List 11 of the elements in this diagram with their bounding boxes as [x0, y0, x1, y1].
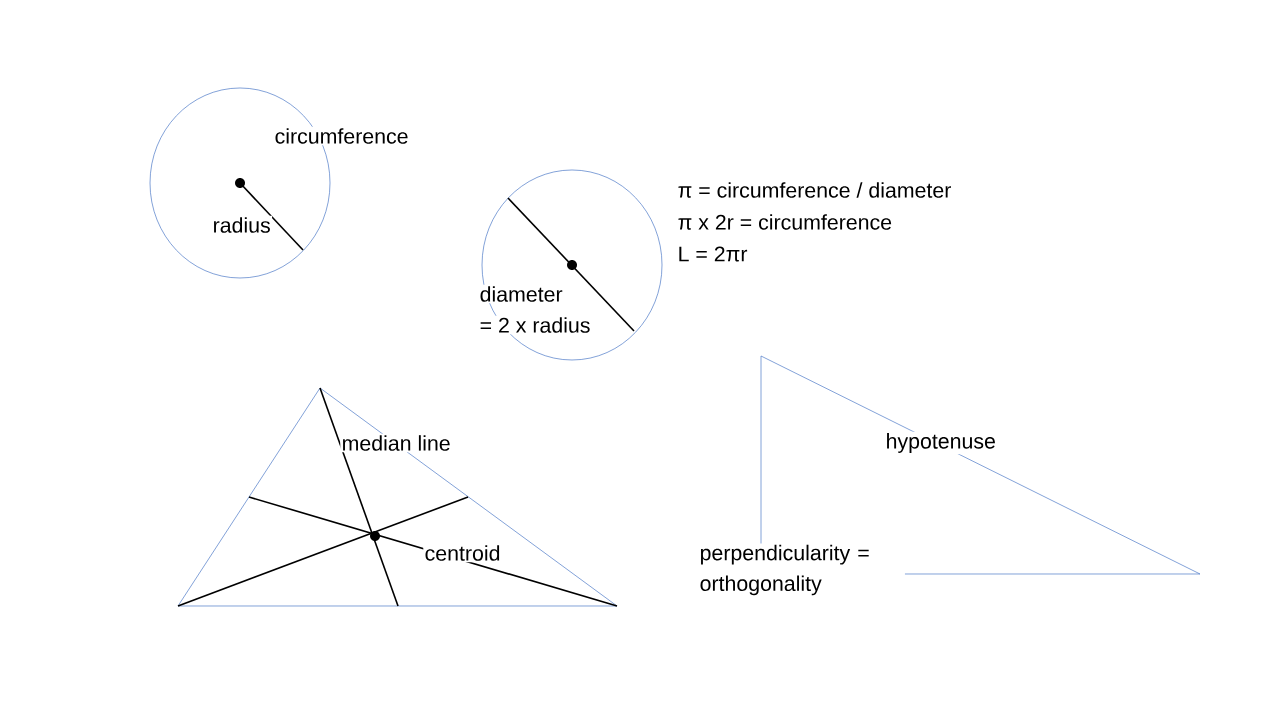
label: L = 2πr	[676, 245, 749, 263]
label: median line	[340, 433, 453, 453]
label: = 2 x radius	[478, 315, 592, 335]
label: perpendicularity = orthogonality	[698, 543, 905, 597]
label: diameter	[478, 284, 564, 304]
label: hypotenuse	[884, 431, 998, 455]
label: centroid	[423, 543, 502, 563]
label: π = circumference / diameter	[676, 180, 953, 200]
label: π x 2r = circumference	[676, 212, 894, 232]
label: radius	[211, 215, 273, 235]
label: circumference	[273, 126, 410, 146]
